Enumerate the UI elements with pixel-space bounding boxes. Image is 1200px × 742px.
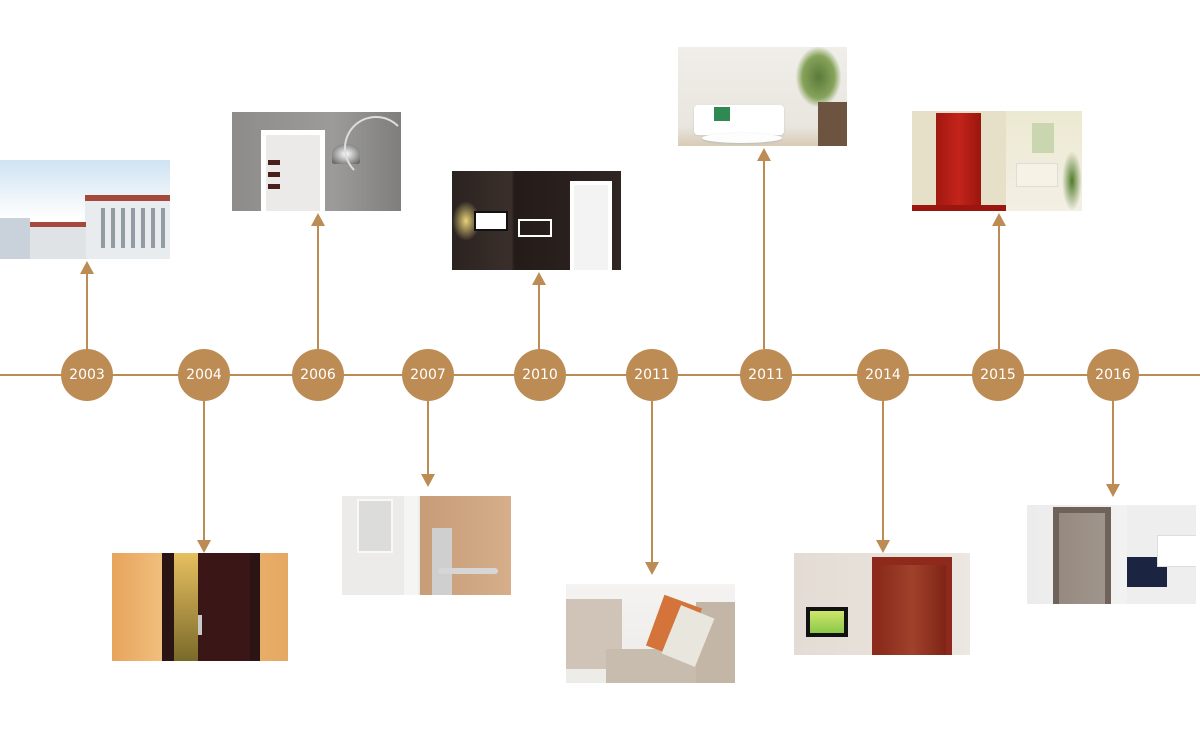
grey-door-bedroom-photo bbox=[1027, 505, 1196, 604]
year-node[interactable]: 2007 bbox=[402, 349, 454, 401]
arrow-down-icon bbox=[421, 474, 435, 487]
connector-line bbox=[203, 401, 205, 540]
connector-line bbox=[538, 283, 540, 349]
company-buildings-photo bbox=[0, 160, 170, 259]
arrow-down-icon bbox=[645, 562, 659, 575]
arrow-up-icon bbox=[80, 261, 94, 274]
door-handle-and-switch-photo bbox=[342, 496, 511, 595]
arrow-down-icon bbox=[197, 540, 211, 553]
dark-wood-door-photo bbox=[112, 553, 288, 661]
year-node[interactable]: 2010 bbox=[514, 349, 566, 401]
arrow-up-icon bbox=[311, 213, 325, 226]
arrow-up-icon bbox=[992, 213, 1006, 226]
year-node[interactable]: 2016 bbox=[1087, 349, 1139, 401]
sofa-with-pillows-photo bbox=[566, 584, 735, 683]
arrow-up-icon bbox=[757, 148, 771, 161]
white-sofa-living-room-photo bbox=[678, 47, 847, 146]
connector-line bbox=[763, 159, 765, 349]
connector-line bbox=[998, 224, 1000, 349]
connector-line bbox=[882, 401, 884, 540]
arrow-down-icon bbox=[1106, 484, 1120, 497]
year-node[interactable]: 2015 bbox=[972, 349, 1024, 401]
timeline-axis bbox=[0, 374, 1200, 376]
year-node[interactable]: 2003 bbox=[61, 349, 113, 401]
carved-red-door-living-room-photo bbox=[912, 111, 1082, 211]
year-node[interactable]: 2011 bbox=[740, 349, 792, 401]
arrow-down-icon bbox=[876, 540, 890, 553]
arrow-up-icon bbox=[532, 272, 546, 285]
connector-line bbox=[317, 224, 319, 349]
year-node[interactable]: 2011 bbox=[626, 349, 678, 401]
connector-line bbox=[651, 401, 653, 563]
connector-line bbox=[1112, 401, 1114, 485]
year-node[interactable]: 2006 bbox=[292, 349, 344, 401]
year-node[interactable]: 2014 bbox=[857, 349, 909, 401]
year-node[interactable]: 2004 bbox=[178, 349, 230, 401]
white-door-with-arc-lamp-photo bbox=[232, 112, 401, 211]
connector-line bbox=[86, 272, 88, 349]
white-door-dark-wallpaper-photo bbox=[452, 171, 621, 270]
connector-line bbox=[427, 401, 429, 475]
red-wood-door-photo bbox=[794, 553, 970, 655]
